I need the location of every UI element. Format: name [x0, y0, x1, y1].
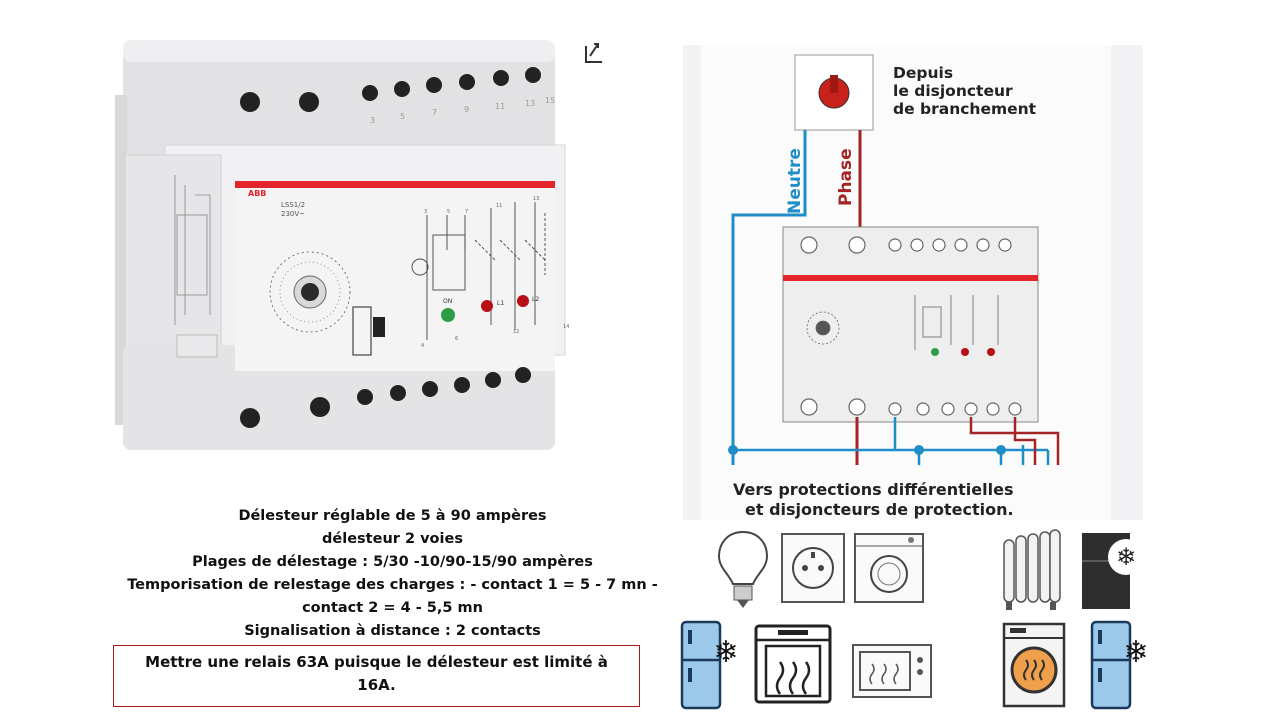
- on-indicator-led: [441, 308, 455, 322]
- description-line-timing: Temporisation de relestage des charges :…: [127, 577, 658, 593]
- socket-icon: [781, 533, 845, 603]
- diagram-terminal-6: 6: [455, 336, 458, 342]
- voltage-label: 230V~: [281, 210, 305, 218]
- share-icon: [585, 43, 602, 63]
- terminal-number-9: 9: [464, 105, 469, 114]
- source-label: Depuis le disjoncteur de branchement: [893, 64, 1036, 118]
- bulb-icon: [717, 530, 769, 608]
- load-shedder-photo: 3 5 7 9 11 13 15 ABB LSS1/2 230V~ ON L1 …: [115, 40, 569, 450]
- source-label-line-3: de branchement: [893, 100, 1037, 118]
- l2-label: L2: [532, 296, 539, 303]
- terminal-number-3: 3: [370, 116, 375, 125]
- bottom-terminal-screws: [240, 367, 531, 428]
- diagram-terminal-11: 11: [496, 203, 502, 209]
- wiring-diagram: [683, 45, 1143, 520]
- description-line-ways: délesteur 2 voies: [322, 531, 463, 547]
- diagram-terminal-14: 14: [563, 324, 569, 330]
- diagram-terminal-13: 13: [533, 196, 539, 202]
- description-line-range: Délesteur réglable de 5 à 90 ampères: [238, 508, 547, 524]
- relay-note-box: Mettre une relais 63A puisque le déleste…: [113, 645, 640, 707]
- description-line-signal: Signalisation à distance : 2 contacts: [244, 623, 541, 639]
- freezer-icon: ❄: [1082, 533, 1144, 609]
- terminal-number-5: 5: [400, 112, 405, 121]
- top-terminal-screws: [240, 67, 541, 112]
- current-setting-dial: [269, 251, 351, 333]
- diagram-terminal-4: 4: [421, 343, 424, 349]
- svg-text:❄: ❄: [1116, 543, 1136, 571]
- brand-label: ABB: [248, 189, 266, 198]
- oven-icon: [754, 624, 832, 704]
- on-label: ON: [443, 298, 452, 305]
- diagram-terminal-5: 5: [447, 209, 450, 215]
- description-block: Délesteur réglable de 5 à 90 ampères dél…: [100, 505, 685, 643]
- terminal-number-15: 15: [545, 96, 555, 105]
- svg-text:❄: ❄: [713, 635, 738, 670]
- share-button[interactable]: [580, 34, 608, 68]
- l1-indicator-led: [481, 300, 493, 312]
- abb-red-stripe: [235, 181, 555, 188]
- output-label: Vers protections différentielles et disj…: [733, 480, 1063, 520]
- svg-text:❄: ❄: [1123, 635, 1148, 670]
- description-line-timing-cont: contact 2 = 4 - 5,5 mn: [302, 600, 483, 616]
- radiator-icon: [1003, 529, 1061, 610]
- terminal-number-13: 13: [525, 99, 535, 108]
- diagram-terminal-7: 7: [465, 209, 468, 215]
- dryer-icon: [1002, 622, 1066, 708]
- output-label-line-2: et disjoncteurs de protection.: [745, 500, 1014, 519]
- output-label-line-1: Vers protections différentielles: [733, 480, 1014, 499]
- relay-note-text: Mettre une relais 63A puisque le déleste…: [145, 653, 608, 694]
- source-label-line-1: Depuis: [893, 64, 954, 82]
- washing-machine-icon: [854, 533, 924, 603]
- fridge-icon: ❄: [1090, 620, 1149, 710]
- l2-indicator-led: [517, 295, 529, 307]
- fridge-icon: ❄: [680, 620, 739, 710]
- l1-label: L1: [497, 300, 504, 307]
- circuit-diagram: [411, 202, 546, 340]
- diagram-terminal-12: 12: [513, 329, 519, 335]
- phase-label: Phase: [836, 148, 856, 206]
- model-label: LSS1/2: [281, 201, 305, 209]
- terminal-number-11: 11: [495, 102, 505, 111]
- diagram-terminal-3: 3: [424, 209, 427, 215]
- microwave-icon: [852, 644, 932, 698]
- neutral-label: Neutre: [785, 148, 805, 214]
- source-label-line-2: le disjoncteur: [893, 82, 1013, 100]
- description-line-ranges: Plages de délestage : 5/30 -10/90-15/90 …: [192, 554, 593, 570]
- terminal-number-7: 7: [432, 108, 437, 117]
